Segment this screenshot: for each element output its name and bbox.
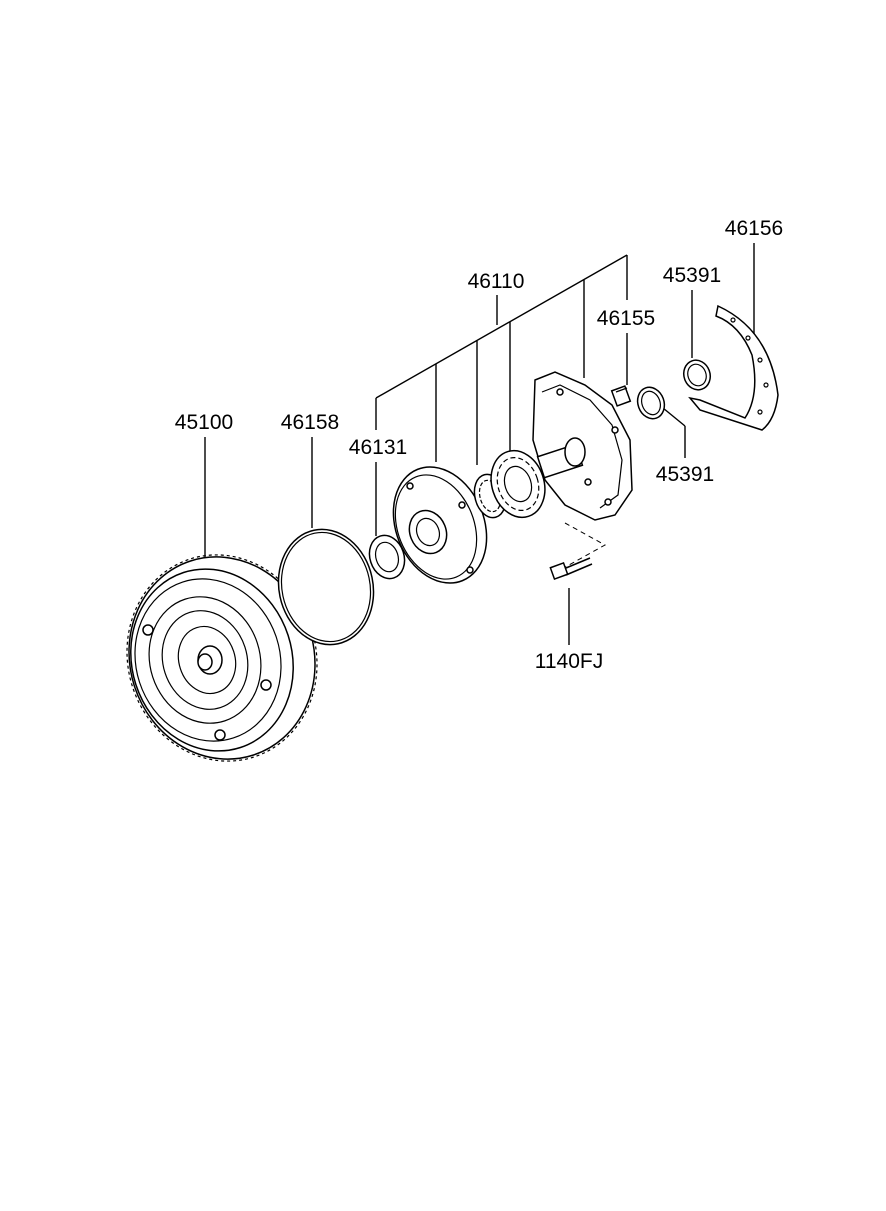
o-ring-drawing: [277, 528, 375, 646]
label-46158: 46158: [281, 411, 339, 434]
oil-seal-drawing: [368, 534, 406, 580]
label-45391-lower: 45391: [656, 463, 714, 486]
gasket-drawing: [688, 304, 779, 431]
pump-cover-drawing: [532, 371, 633, 521]
label-46155: 46155: [597, 307, 655, 330]
label-1140FJ: 1140FJ: [535, 650, 604, 673]
seal-ring-upper-drawing: [683, 359, 711, 391]
outer-gear-drawing: [490, 449, 546, 519]
label-45100: 45100: [175, 411, 233, 434]
seal-ring-lower-drawing: [636, 386, 666, 420]
label-45391-upper: 45391: [663, 264, 721, 287]
leader-lines: [204, 243, 755, 645]
torque-converter-drawing: [126, 554, 318, 762]
pump-housing-drawing: [392, 466, 488, 584]
label-46110: 46110: [468, 270, 525, 293]
bolt-drawing: [549, 522, 607, 580]
label-46156: 46156: [725, 217, 783, 240]
label-46131: 46131: [349, 436, 407, 459]
plug-drawing: [610, 385, 632, 407]
